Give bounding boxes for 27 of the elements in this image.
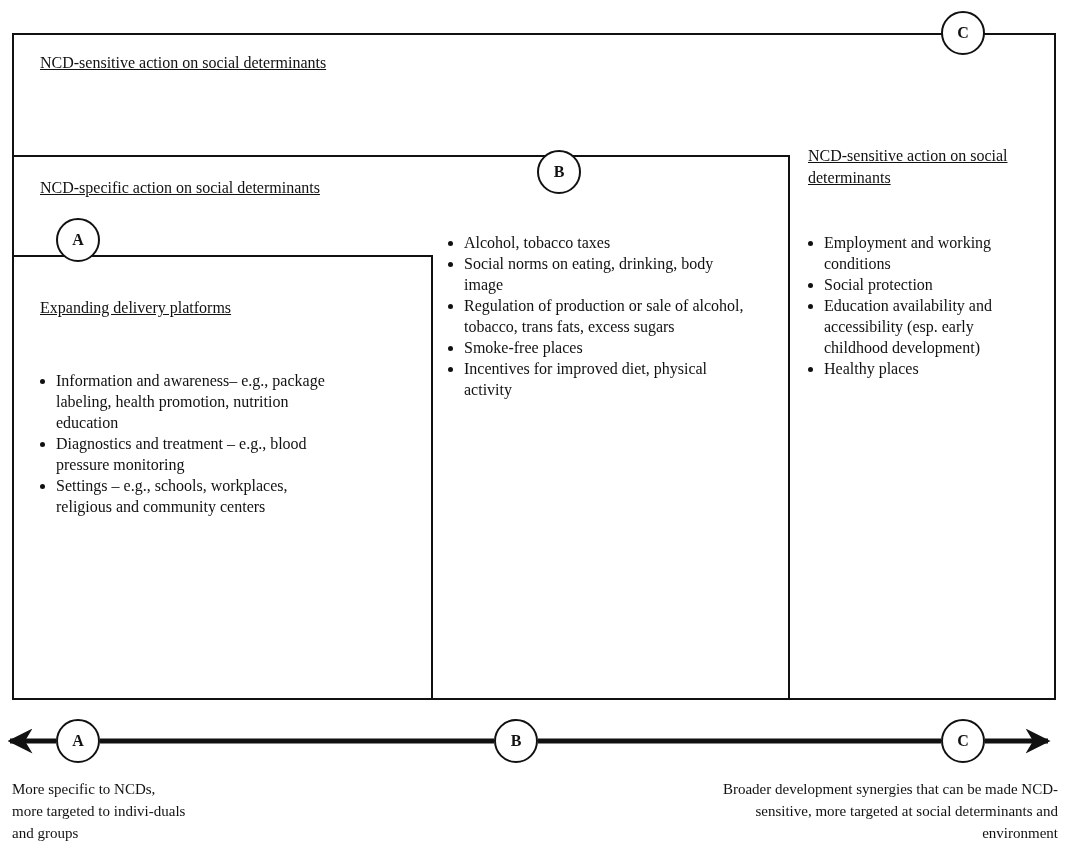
arrow — [985, 728, 1051, 754]
bullet-item: Healthy places — [804, 358, 1019, 379]
bullet-item: Social norms on eating, drinking, body image — [444, 253, 744, 295]
bullet-item: Education availability and accessibility (esp. early childhood development) — [804, 295, 1019, 358]
section-heading: NCD-sensitive action on social determinants — [40, 53, 328, 73]
bullet-item: Regulation of production or sale of alcohol, tobacco, trans fats, excess sugars — [444, 295, 744, 337]
letter-circle: C — [941, 719, 985, 763]
letter-circle: B — [494, 719, 538, 763]
panel-box — [12, 155, 790, 700]
letter-circle: C — [941, 11, 985, 55]
scale-end-note: More specific to NCDs, more targeted to indivi-duals and groups — [12, 780, 187, 843]
panel-box — [12, 255, 433, 700]
bullet-item: Smoke-free places — [444, 337, 744, 358]
bullet-item: Information and awareness– e.g., package labeling, health promotion, nutrition education — [36, 370, 336, 433]
section-heading: NCD-specific action on social determinants — [40, 178, 321, 199]
section-heading: Expanding delivery platforms — [40, 298, 233, 319]
letter-circle: A — [56, 719, 100, 763]
bullet-item: Employment and working conditions — [804, 232, 1019, 274]
bullet-item: Incentives for improved diet, physical activity — [444, 358, 744, 400]
section-heading: NCD-sensitive action on social determinants — [808, 146, 1009, 188]
arrow — [7, 728, 56, 754]
bullet-item: Diagnostics and treatment – e.g., blood pressure monitoring — [36, 433, 336, 475]
bullet-item: Alcohol, tobacco taxes — [444, 232, 744, 253]
scale-end-note: Broader development synergies that can be made NCD-sensitive, more targeted at social determinants and environment — [721, 780, 1058, 843]
bullet-item: Settings – e.g., schools, workplaces, religious and community centers — [36, 475, 336, 517]
bullet-item: Social protection — [804, 274, 1019, 295]
letter-circle: A — [56, 218, 100, 262]
